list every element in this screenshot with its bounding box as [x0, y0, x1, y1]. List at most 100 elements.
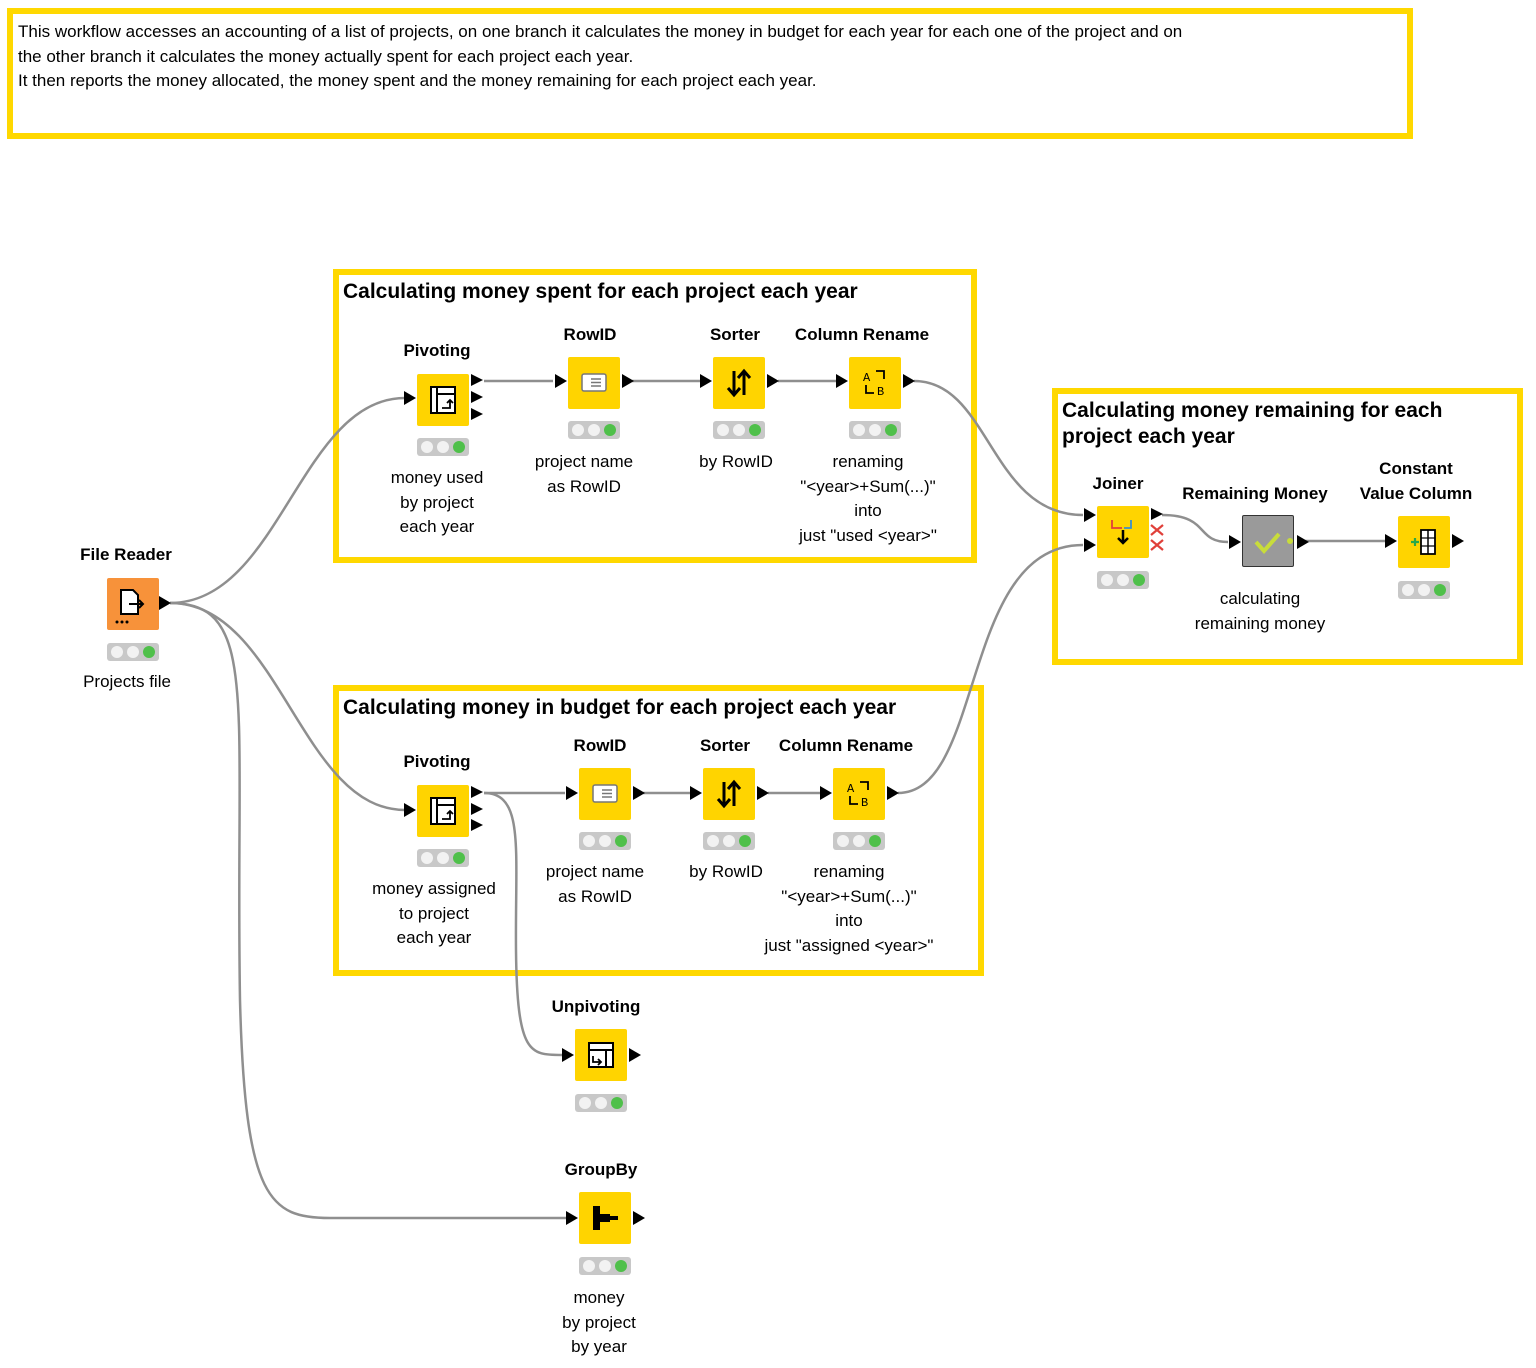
node-label: money by project by year — [562, 1288, 636, 1356]
unpivoting-icon — [588, 1042, 614, 1068]
input-port[interactable] — [555, 374, 567, 388]
node-label: project name as RowID — [545, 862, 645, 906]
description-line: It then reports the money allocated, the… — [18, 71, 817, 90]
status-indicator — [417, 438, 469, 456]
pivoting-icon — [430, 386, 456, 414]
output-port[interactable] — [471, 374, 483, 386]
pivoting-node[interactable] — [417, 785, 469, 837]
status-indicator — [579, 832, 631, 850]
column-rename-node[interactable]: A B — [849, 357, 901, 409]
svg-text:A: A — [847, 782, 855, 796]
column-rename-icon: A B — [847, 781, 869, 810]
description-text: This workflow accesses an accounting of … — [18, 20, 1182, 94]
wire-reader-to-groupby — [169, 601, 566, 1220]
output-port[interactable] — [903, 374, 915, 388]
sorter-icon — [716, 779, 742, 809]
input-port[interactable] — [1084, 538, 1096, 552]
pivoting-node[interactable] — [417, 374, 469, 426]
node-label: by RowID — [699, 452, 773, 471]
input-port[interactable] — [700, 374, 712, 388]
description-line: the other branch it calculates the money… — [18, 46, 634, 66]
output-port[interactable] — [471, 786, 483, 798]
wire-reader-to-pivot-spent — [169, 396, 406, 605]
input-port[interactable] — [566, 1211, 578, 1225]
output-port[interactable] — [633, 786, 645, 800]
status-indicator — [568, 421, 620, 439]
output-port[interactable] — [1452, 534, 1464, 548]
input-port[interactable] — [1229, 535, 1241, 549]
output-port[interactable] — [159, 596, 171, 610]
input-port[interactable] — [836, 374, 848, 388]
constant-value-column-icon — [1411, 529, 1436, 555]
output-port[interactable] — [471, 391, 483, 403]
annotation-title: Calculating money in budget for each pro… — [343, 696, 897, 719]
input-port[interactable] — [562, 1048, 574, 1062]
output-port[interactable] — [629, 1048, 641, 1062]
output-port[interactable] — [471, 408, 483, 420]
column-rename-node[interactable]: A B — [833, 768, 885, 820]
output-port[interactable] — [1151, 508, 1163, 520]
node-title: Remaining Money — [1182, 484, 1328, 503]
node-title: Sorter — [699, 736, 751, 755]
status-indicator — [1097, 571, 1149, 589]
file-reader-node[interactable] — [107, 578, 159, 630]
joiner-node[interactable] — [1097, 506, 1149, 558]
node-title: GroupBy — [564, 1160, 638, 1179]
pivoting-icon — [430, 797, 456, 825]
status-indicator — [417, 849, 469, 867]
status-indicator — [107, 643, 159, 661]
status-indicator — [713, 421, 765, 439]
metanode[interactable] — [1242, 515, 1294, 567]
node-label: renaming "<year>+Sum(...)" into just "as… — [764, 862, 934, 955]
column-rename-icon: A B — [863, 370, 885, 399]
rowid-node[interactable] — [579, 768, 631, 820]
node-label: money used by project each year — [390, 468, 484, 536]
node-title: Pivoting — [403, 341, 471, 360]
sorter-node[interactable] — [713, 357, 765, 409]
output-port[interactable] — [471, 819, 483, 831]
output-port[interactable] — [757, 786, 769, 800]
wire-rename-budget-to-joiner — [897, 543, 1084, 795]
input-port[interactable] — [690, 786, 702, 800]
wire-rename-spent-to-joiner — [913, 379, 1084, 517]
groupby-node[interactable] — [579, 1192, 631, 1244]
status-indicator — [575, 1094, 627, 1112]
rowid-node[interactable] — [568, 357, 620, 409]
node-title: RowID — [573, 736, 627, 755]
unpivoting-node[interactable] — [575, 1029, 627, 1081]
sorter-node[interactable] — [703, 768, 755, 820]
workflow-description: This workflow accesses an accounting of … — [7, 8, 1413, 139]
joiner-icon — [1111, 520, 1132, 545]
input-port[interactable] — [404, 391, 416, 405]
rowid-icon — [592, 784, 618, 803]
output-port[interactable] — [1297, 535, 1309, 549]
constant-value-column-node[interactable] — [1398, 516, 1450, 568]
output-port[interactable] — [767, 374, 779, 388]
node-title: File Reader — [80, 545, 172, 564]
node-label: Projects file — [83, 672, 171, 691]
status-indicator — [1398, 581, 1450, 599]
output-port[interactable] — [622, 374, 634, 388]
wire-joiner-to-remaining — [1161, 513, 1229, 544]
annotation-title: Calculating money remaining for each pro… — [1062, 399, 1443, 448]
node-title: Sorter — [709, 325, 761, 344]
node-title: Unpivoting — [551, 997, 641, 1016]
rowid-icon — [581, 373, 607, 392]
output-port[interactable] — [887, 786, 899, 800]
input-port[interactable] — [1385, 534, 1397, 548]
sorter-icon — [726, 368, 752, 398]
description-line: This workflow accesses an accounting of … — [18, 22, 1183, 41]
node-label: calculating remaining money — [1194, 589, 1326, 633]
input-port[interactable] — [820, 786, 832, 800]
output-port[interactable] — [633, 1211, 645, 1225]
node-title: Constant Value Column — [1359, 459, 1473, 503]
input-port[interactable] — [566, 786, 578, 800]
node-title: Column Rename — [778, 736, 914, 755]
status-indicator — [579, 1257, 631, 1275]
inactive-ports-icon — [1150, 524, 1164, 551]
input-port[interactable] — [1084, 508, 1096, 522]
input-port[interactable] — [404, 803, 416, 817]
wire-reader-to-pivot-budget — [169, 601, 406, 812]
output-port[interactable] — [471, 803, 483, 815]
